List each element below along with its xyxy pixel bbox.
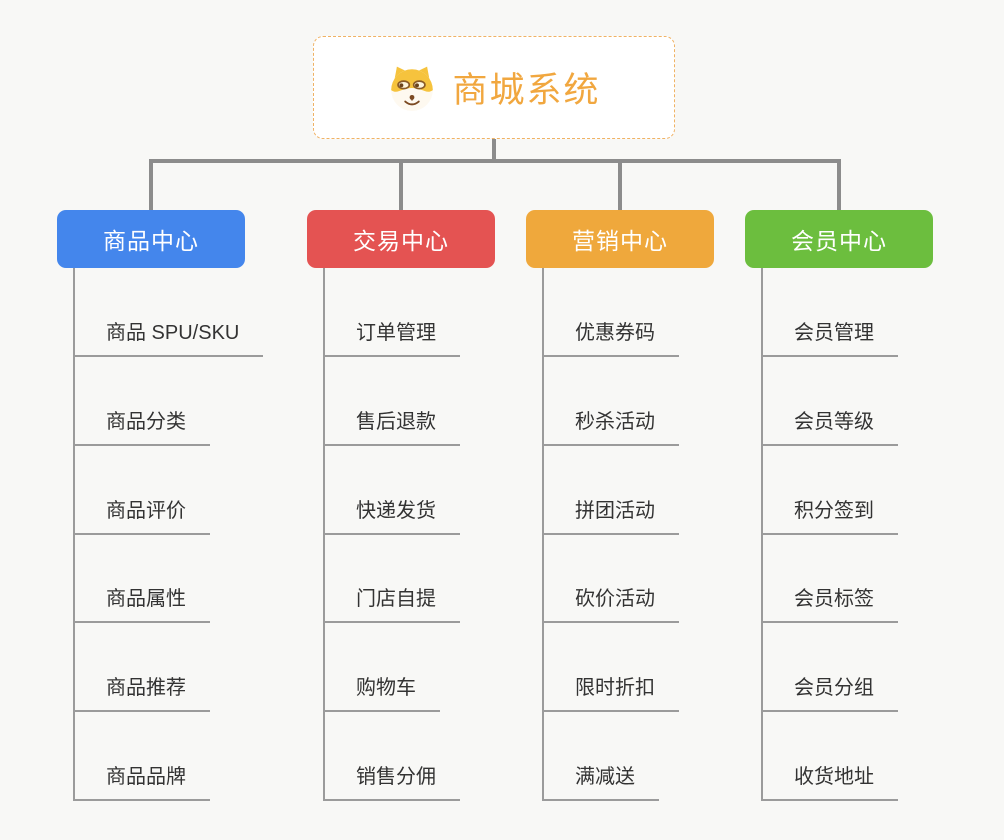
- branch-child[interactable]: 秒杀活动: [543, 409, 679, 446]
- branch-marketing-center: 营销中心 优惠券码 秒杀活动 拼团活动 砍价活动 限时折扣 满减送: [526, 210, 756, 801]
- branch-member-center: 会员中心 会员管理 会员等级 积分签到 会员标签 会员分组 收货地址: [745, 210, 975, 801]
- branch-child[interactable]: 收货地址: [762, 764, 898, 801]
- branch-label: 会员中心: [791, 228, 887, 254]
- branch-child[interactable]: 限时折扣: [543, 675, 679, 712]
- branch-child[interactable]: 会员分组: [762, 675, 898, 712]
- branch-child[interactable]: 订单管理: [324, 320, 460, 357]
- branch-child[interactable]: 售后退款: [324, 409, 460, 446]
- branch-label: 商品中心: [103, 228, 199, 254]
- doge-icon: [391, 66, 434, 111]
- root-title: 商城系统: [452, 71, 601, 110]
- branch-node[interactable]: 商品中心: [57, 210, 245, 268]
- root-node[interactable]: 商城系统: [313, 36, 675, 139]
- connector-root-stub: [492, 139, 496, 160]
- branch-child[interactable]: 商品推荐: [74, 675, 210, 712]
- branch-child[interactable]: 销售分佣: [324, 764, 460, 801]
- branch-child[interactable]: 会员管理: [762, 320, 898, 357]
- branch-node[interactable]: 交易中心: [307, 210, 495, 268]
- branch-product-center: 商品中心 商品 SPU/SKU 商品分类 商品评价 商品属性 商品推荐 商品品牌: [57, 210, 287, 801]
- branch-child[interactable]: 优惠券码: [543, 320, 679, 357]
- branch-label: 营销中心: [572, 228, 668, 254]
- branch-child[interactable]: 商品属性: [74, 586, 210, 623]
- branch-child[interactable]: 拼团活动: [543, 498, 679, 535]
- branch-child[interactable]: 商品分类: [74, 409, 210, 446]
- branch-node[interactable]: 会员中心: [745, 210, 933, 268]
- branch-child[interactable]: 商品品牌: [74, 764, 210, 801]
- branch-child[interactable]: 积分签到: [762, 498, 898, 535]
- branch-child[interactable]: 会员等级: [762, 409, 898, 446]
- branch-child[interactable]: 购物车: [324, 675, 440, 712]
- connector-horizontal: [149, 159, 841, 163]
- connector-drop-1: [149, 159, 153, 211]
- branch-child[interactable]: 商品 SPU/SKU: [74, 320, 264, 357]
- connector-drop-4: [837, 159, 841, 211]
- branch-child[interactable]: 门店自提: [324, 586, 460, 623]
- branch-child[interactable]: 快递发货: [324, 498, 460, 535]
- branch-trade-center: 交易中心 订单管理 售后退款 快递发货 门店自提 购物车 销售分佣: [307, 210, 537, 801]
- branch-label: 交易中心: [353, 228, 449, 254]
- branch-child[interactable]: 砍价活动: [543, 586, 679, 623]
- connector-drop-2: [399, 159, 403, 211]
- branch-child[interactable]: 商品评价: [74, 498, 210, 535]
- branch-child[interactable]: 会员标签: [762, 586, 898, 623]
- branch-node[interactable]: 营销中心: [526, 210, 714, 268]
- branch-child[interactable]: 满减送: [543, 764, 659, 801]
- connector-drop-3: [618, 159, 622, 211]
